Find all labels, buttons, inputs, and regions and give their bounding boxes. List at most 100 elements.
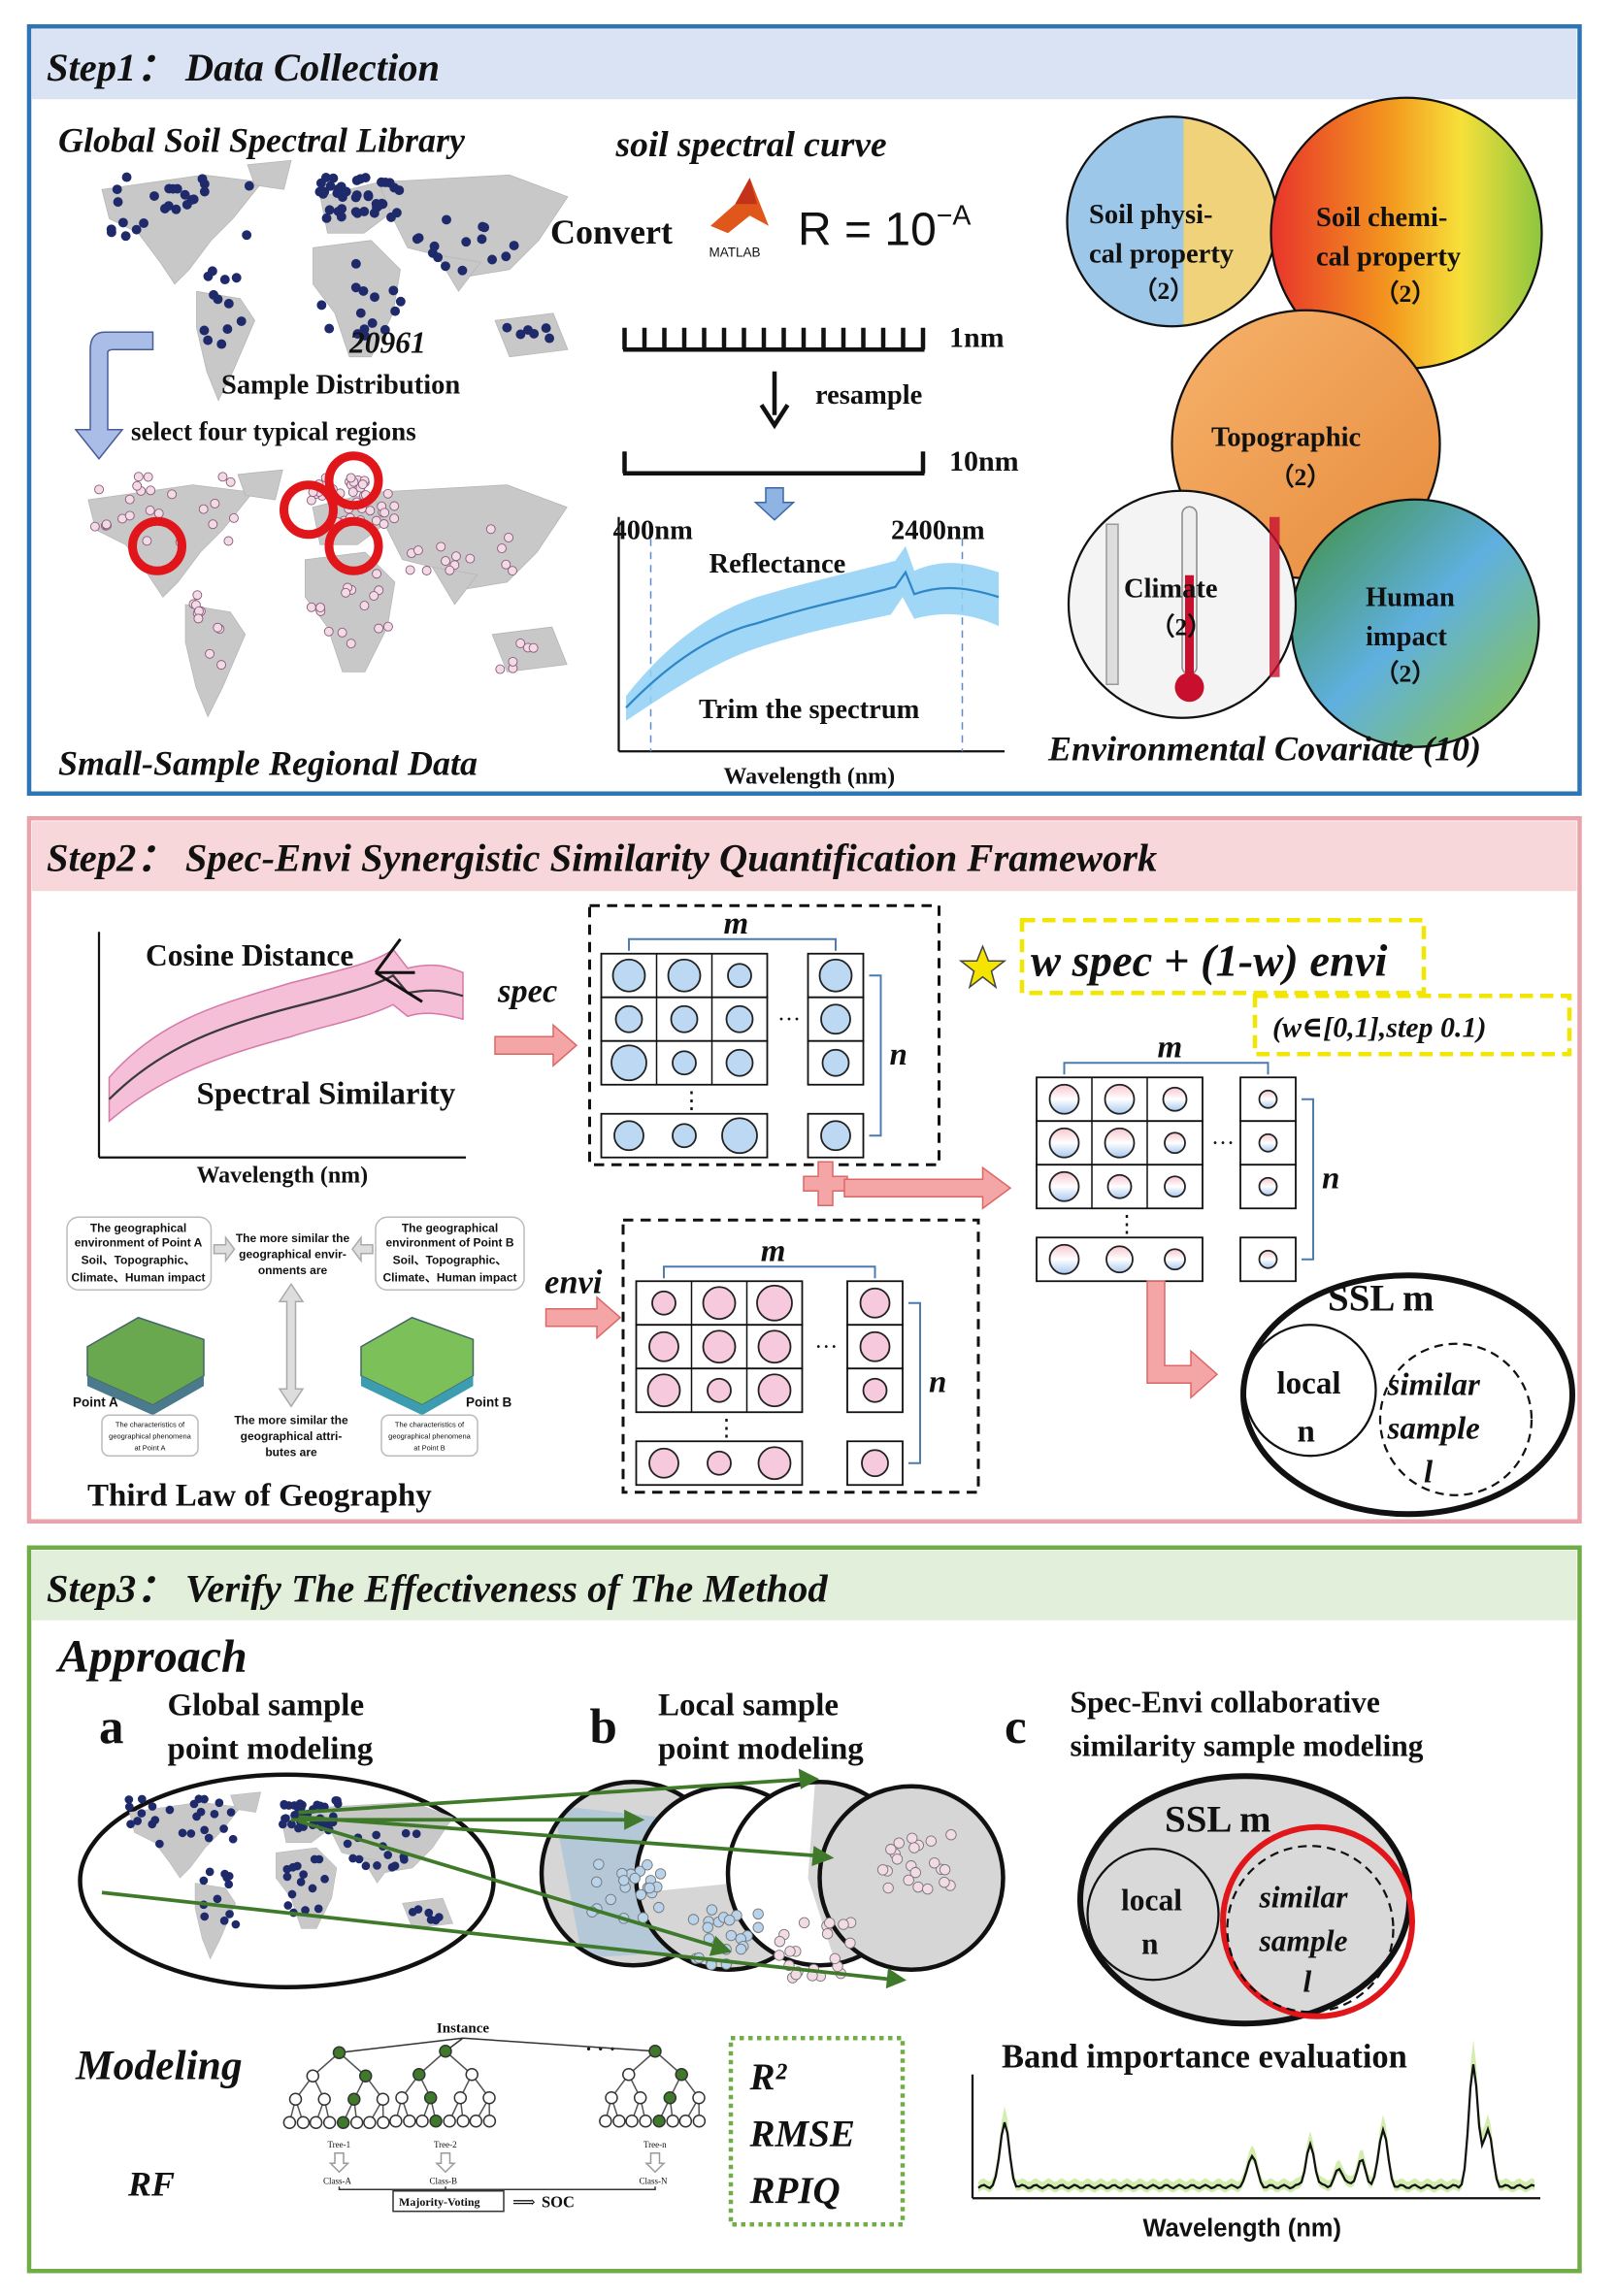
sample-dot	[132, 480, 143, 491]
sample-dot	[137, 1794, 147, 1804]
sample-dot	[228, 1834, 238, 1844]
matrix-circle	[1258, 1176, 1278, 1197]
sample-dot	[355, 174, 366, 184]
sample-dot	[189, 1799, 199, 1809]
envi-arrow-icon	[544, 1296, 622, 1340]
sample-dot	[939, 1876, 950, 1888]
matrix-circle	[859, 1330, 891, 1362]
sample-dot	[479, 222, 490, 233]
sample-dot	[654, 1868, 667, 1880]
region-circle	[324, 516, 383, 575]
cosine-angle-icon	[374, 937, 423, 1003]
matrix-circle	[1048, 1170, 1080, 1202]
matrix-circle	[670, 1004, 699, 1033]
sample-dot	[389, 501, 400, 511]
sample-count: 20961	[348, 325, 426, 359]
resample-label: resample	[815, 380, 922, 410]
tree-node	[412, 2068, 426, 2082]
sample-dot	[124, 1795, 134, 1804]
region-circle	[128, 516, 186, 575]
envi-matrix-box	[621, 1218, 980, 1494]
sample-dot	[333, 1796, 342, 1805]
sample-dot	[702, 1921, 713, 1933]
tree-node	[599, 2115, 612, 2128]
geo-text: onments are	[258, 1263, 328, 1277]
n-label: n	[890, 1037, 907, 1072]
matrix-ellipsis-v: ⋮	[715, 1416, 739, 1441]
metric-rmse: RMSE	[749, 2113, 855, 2154]
sample-dot	[142, 536, 152, 546]
sample-dot	[121, 172, 132, 182]
matrix-circle	[1258, 1089, 1278, 1109]
x-axis-label: Wavelength (nm)	[724, 764, 896, 789]
band-importance-line	[977, 2064, 1535, 2190]
matrix-circle	[862, 1377, 888, 1403]
covariate-label: Human	[1366, 582, 1455, 612]
metric-rpiq: RPIQ	[749, 2170, 841, 2212]
tree-node	[678, 2115, 693, 2128]
approach-label: Approach	[55, 1630, 247, 1682]
matrix-circle	[820, 1120, 851, 1152]
matrix-ellipsis-h: ···	[777, 1007, 801, 1033]
library-title: Global Soil Spectral Library	[58, 120, 466, 159]
matrix-circle	[707, 1377, 732, 1403]
geo-text: environment of Point B	[386, 1235, 514, 1249]
sample-dot	[885, 1844, 897, 1855]
local-n-label: n	[1298, 1414, 1315, 1449]
tree-node	[456, 2115, 470, 2128]
matrix-ellipsis-v: ⋮	[1115, 1212, 1138, 1237]
tree-node	[663, 2091, 677, 2105]
reflectance-label: Reflectance	[709, 549, 846, 579]
sample-dot	[283, 1901, 293, 1910]
sample-dot	[295, 1799, 305, 1808]
region-circle	[280, 480, 338, 540]
sample-dot	[101, 519, 112, 530]
sample-dot	[149, 191, 159, 201]
sample-dot	[508, 656, 518, 667]
cosine-distance-label: Cosine Distance	[146, 938, 353, 972]
trim-arrow-icon	[753, 486, 796, 521]
geo-text: environment of Point A	[75, 1235, 203, 1249]
sample-dot	[217, 472, 228, 482]
formula-box	[1019, 918, 1427, 996]
regional-title: Small-Sample Regional Data	[58, 743, 478, 782]
geo-text: Climate、Human impact	[71, 1270, 205, 1284]
sample-dot	[225, 1910, 234, 1919]
tree-node	[429, 2115, 443, 2128]
a-label: point modeling	[168, 1731, 374, 1766]
sample-dot	[208, 519, 218, 530]
sample-dot	[382, 488, 393, 499]
sample-dot	[523, 325, 533, 335]
weighted-formula: w spec + (1-w) envi	[1031, 936, 1387, 986]
sample-dot	[798, 1917, 810, 1929]
sample-label: sample	[1387, 1411, 1480, 1446]
class-label: Class-N	[640, 2176, 669, 2185]
sample-dot	[200, 1794, 209, 1804]
sample-dot	[412, 545, 423, 556]
third-law-label: Third Law of Geography	[87, 1478, 432, 1513]
instance-label: Instance	[437, 2020, 490, 2036]
tree-node	[625, 2115, 639, 2128]
start-wavelength: 400nm	[613, 515, 694, 545]
sample-dot	[94, 484, 105, 495]
tree-node	[469, 2115, 483, 2128]
sample-dot	[369, 591, 379, 601]
sample-dot	[421, 566, 432, 575]
covariate-count: （2）	[1270, 463, 1332, 491]
covariate-count: （2）	[1374, 659, 1436, 687]
b-label: Local sample	[658, 1688, 839, 1722]
sample-dot	[412, 1829, 421, 1839]
sample-dot	[310, 1854, 319, 1864]
matrix-circle	[1258, 1132, 1278, 1153]
n-bracket	[1302, 1098, 1314, 1261]
sample-dot	[216, 339, 227, 349]
sample-dot	[223, 298, 234, 309]
covariate-count: （2）	[1133, 277, 1195, 305]
sample-dot	[222, 324, 233, 335]
covariate-label: Climate	[1124, 574, 1218, 604]
local-set	[1243, 1324, 1377, 1458]
matrix-circle	[667, 958, 702, 993]
tree-node	[605, 2091, 618, 2105]
matrix-circle	[725, 1048, 754, 1077]
n-bracket	[869, 974, 882, 1137]
